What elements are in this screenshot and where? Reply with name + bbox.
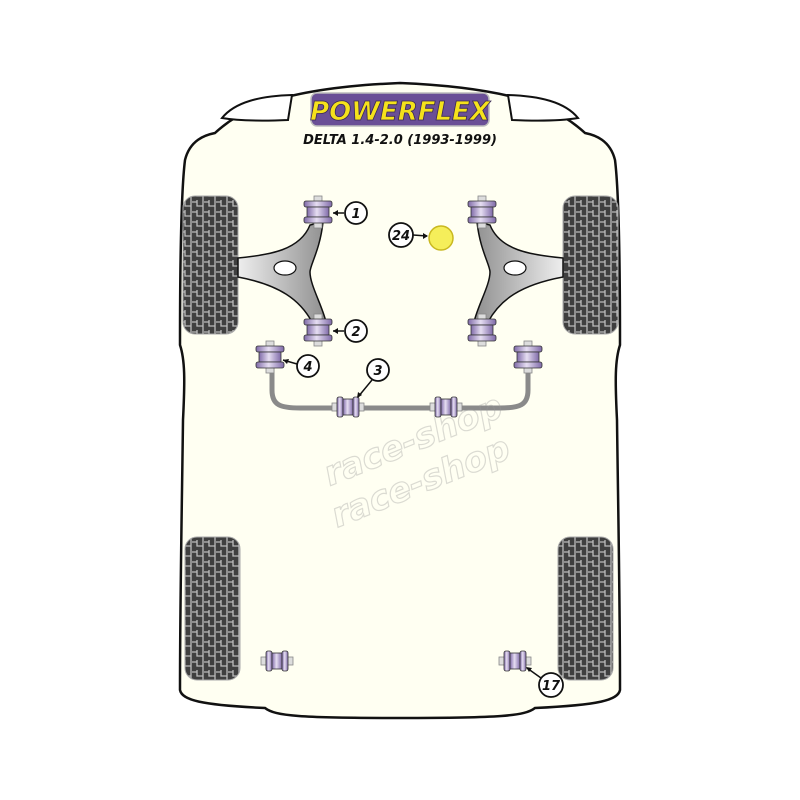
callout-3: 3: [357, 358, 390, 398]
callout-24: 24: [388, 222, 428, 248]
bush-2-right: [467, 313, 497, 347]
rear-left-wheel: [184, 536, 241, 681]
front-right-wheel: [562, 195, 619, 335]
bush-2-left: [303, 313, 333, 347]
callout-17: 17: [526, 667, 564, 698]
callout-1: 1: [333, 201, 368, 225]
bush-24: [428, 225, 454, 251]
svg-text:2: 2: [351, 325, 360, 340]
svg-text:3: 3: [373, 364, 382, 379]
bush-1-left: [303, 195, 333, 229]
callout-2: 2: [333, 319, 368, 343]
model-title: DELTA 1.4-2.0 (1993-1999): [303, 133, 497, 148]
bush-3-left: [331, 396, 365, 418]
bush-17-left: [260, 650, 294, 672]
logo-text: POWERFLEX: [310, 97, 492, 127]
front-left-wheel: [182, 195, 239, 335]
rear-right-wheel: [557, 536, 614, 681]
car-body-outline: [178, 81, 622, 720]
svg-text:4: 4: [302, 360, 312, 375]
bush-1-right: [467, 195, 497, 229]
svg-text:17: 17: [542, 679, 561, 694]
callout-4: 4: [282, 354, 320, 378]
bush-4-left: [255, 340, 285, 374]
right-window-cutout: [506, 93, 580, 122]
left-window-cutout: [220, 93, 294, 122]
powerflex-logo: POWERFLEX: [310, 92, 492, 127]
svg-text:24: 24: [392, 229, 410, 244]
bush-17-right: [498, 650, 532, 672]
svg-text:1: 1: [351, 207, 360, 222]
bush-4-right: [513, 340, 543, 374]
bush-3-right: [429, 396, 463, 418]
anti-roll-bar: [269, 362, 531, 411]
